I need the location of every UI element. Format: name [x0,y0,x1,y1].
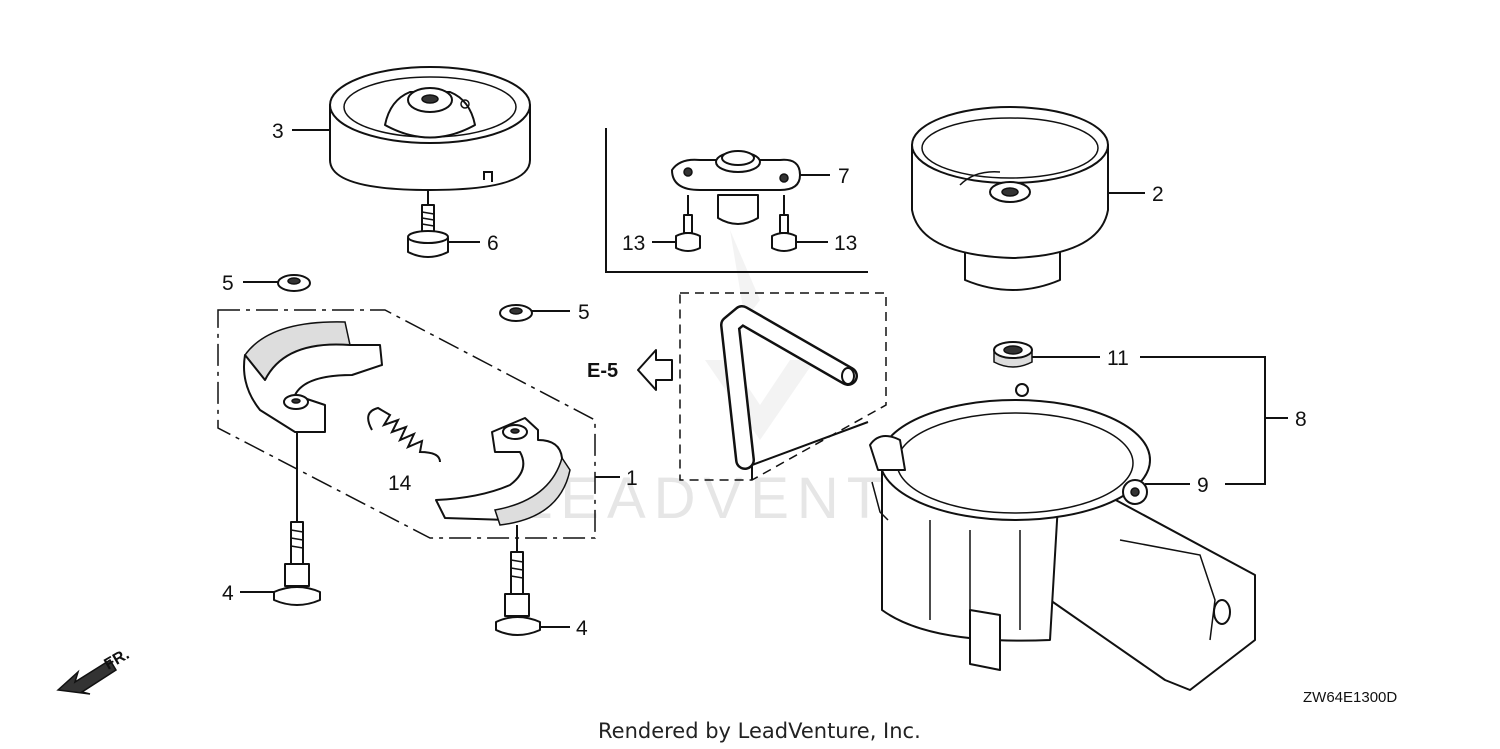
callout-14: 14 [388,472,412,495]
callout-3: 3 [272,120,284,143]
part-5-washer-left [277,274,311,292]
diagram-code: ZW64E1300D [1303,689,1397,706]
part-4-shoulder-bolt-right [495,525,541,636]
part-4-shoulder-bolt-left [273,432,321,606]
callout-9: 9 [1197,474,1209,497]
front-direction-arrow [56,658,118,695]
callout-5-right: 5 [578,301,590,324]
part-14-spring [367,406,441,463]
callout-7: 7 [838,165,850,188]
part-1-clutch-shoe-right [435,417,571,526]
part-13-screw-right [771,195,797,252]
callout-8: 8 [1295,408,1307,431]
leader-lines [240,129,1288,628]
callout-4-right: 4 [576,617,588,640]
callout-11: 11 [1107,347,1129,370]
part-2-clutch-bell [911,106,1109,291]
part-6-bolt [407,190,449,258]
part-1-clutch-shoe-left [243,321,383,433]
part-13-screw-left [675,195,701,252]
callout-2: 2 [1152,183,1164,206]
hose-inset-outline [679,292,887,481]
reference-arrow [637,349,673,391]
callout-13-left: 13 [622,232,645,255]
callout-6: 6 [487,232,499,255]
callout-5-left: 5 [222,272,234,295]
part-9-clutch-housing [869,383,1256,691]
inset-bracket [605,128,868,273]
callout-13-right: 13 [834,232,857,255]
clutch-assembly-outline [217,309,596,539]
hose-part [720,305,858,470]
reference-label: E-5 [587,360,618,382]
callout-4-left: 4 [222,582,234,605]
credit-line: Rendered by LeadVenture, Inc. [598,719,921,743]
part-7-flange-plate [671,150,801,225]
callout-1: 1 [626,467,638,490]
part-5-washer-right [499,304,533,322]
part-11-oil-seal [993,341,1033,368]
part-3-clutch-drum [329,66,531,191]
